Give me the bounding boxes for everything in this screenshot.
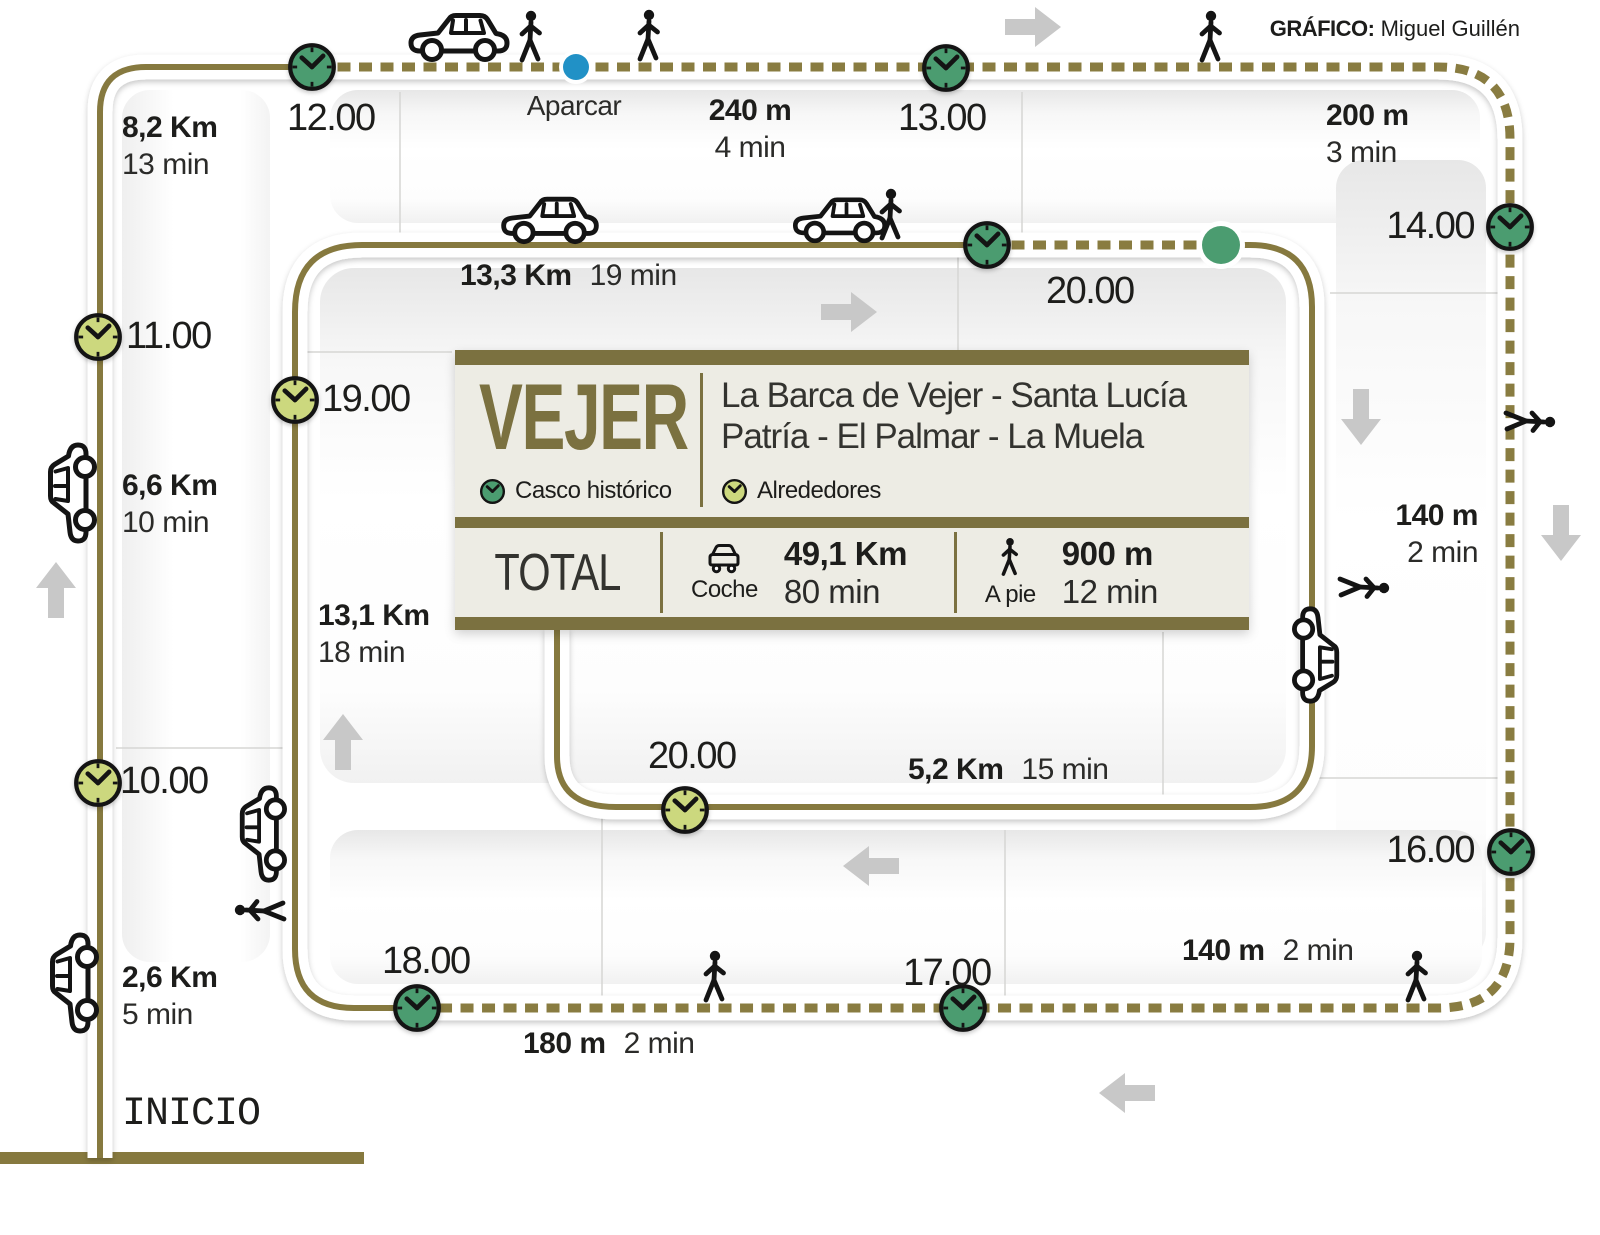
car-icon — [406, 6, 512, 64]
stop-time-18: 18.00 — [382, 940, 471, 982]
panel-top-bar — [455, 350, 1249, 365]
legend-historic: Casco histórico — [479, 477, 672, 505]
segment-walk-140-right: 140 m 2 min — [1395, 499, 1478, 569]
total-walk-mode: A pie — [957, 537, 1050, 609]
clock-surroundings-icon — [721, 478, 748, 505]
pedestrian-up-icon — [234, 882, 287, 938]
pedestrian-icon — [999, 537, 1021, 579]
clock-historic-icon — [479, 478, 506, 505]
pedestrian-icon — [634, 9, 664, 65]
panel-divider — [700, 373, 703, 507]
pedestrian-icon — [876, 188, 906, 244]
segment-walk-240: 240 m 4 min — [708, 94, 792, 164]
car-icon — [1267, 606, 1369, 704]
stop-time-11: 11.00 — [126, 315, 212, 357]
segment-drive-131: 13,1 Km 18 min — [318, 599, 430, 669]
pedestrian-icon — [700, 950, 730, 1006]
start-line — [0, 1152, 364, 1164]
arrow-left-icon — [843, 846, 899, 886]
parking-label: Aparcar — [526, 90, 622, 121]
credit: GRÁFICO: Miguel Guillén — [1270, 16, 1520, 42]
segment-drive-26: 2,6 Km 5 min — [122, 961, 218, 1031]
panel-mid-bar — [455, 517, 1249, 528]
block-gridlines — [116, 92, 1500, 1000]
total-divider — [953, 532, 957, 613]
total-car-mode-label: Coche — [691, 575, 758, 603]
arrow-up-icon — [315, 714, 371, 770]
arrow-right-icon — [1005, 7, 1061, 47]
car-icon — [210, 785, 312, 883]
stop-time-19: 19.00 — [322, 378, 411, 420]
parking-dot — [563, 54, 589, 80]
clock-historic-icon — [1485, 826, 1537, 878]
total-car-distance: 49,1 Km — [783, 534, 908, 572]
arrow-down-icon — [1533, 505, 1589, 561]
segment-walk-200: 200 m 3 min — [1326, 99, 1409, 169]
start-label: INICIO — [122, 1092, 261, 1137]
clock-historic-icon — [920, 42, 972, 94]
clock-surroundings-icon — [72, 311, 124, 363]
route-end-dot — [1202, 226, 1240, 264]
car-icon — [17, 442, 123, 544]
stop-time-14: 14.00 — [1386, 205, 1475, 247]
total-car-mode: Coche — [663, 542, 772, 604]
route-description-line1: La Barca de Vejer - Santa Lucía — [721, 376, 1187, 415]
block-bottom — [330, 830, 1482, 984]
route-driving — [97, 64, 1315, 1158]
arrow-right-icon — [821, 292, 877, 332]
arrow-left-icon — [1099, 1073, 1155, 1113]
clock-surroundings-icon — [269, 374, 321, 426]
car-front-icon — [699, 542, 749, 574]
legend-surroundings-label: Alrededores — [757, 477, 881, 504]
block-top — [330, 90, 1480, 223]
car-icon — [790, 191, 890, 245]
page-title: VEJER — [479, 364, 689, 469]
stop-time-20-inner: 20.00 — [648, 735, 737, 777]
stop-time-12: 12.00 — [287, 97, 376, 139]
clock-historic-icon — [1484, 201, 1536, 253]
arrow-down-icon — [1333, 389, 1389, 445]
info-panel: VEJER Casco histórico La Barca de Vejer … — [455, 350, 1249, 630]
total-walk-duration: 12 min — [1061, 572, 1159, 610]
legend-surroundings: Alrededores — [721, 477, 881, 505]
pedestrian-icon — [516, 10, 546, 66]
legend-historic-label: Casco histórico — [515, 477, 672, 504]
total-walk-mode-label: A pie — [984, 580, 1036, 608]
clock-historic-icon — [961, 219, 1013, 271]
stop-time-10: 10.00 — [120, 760, 209, 802]
clock-historic-icon — [286, 41, 338, 93]
route-walking — [316, 62, 1515, 1013]
total-car-duration: 80 min — [783, 572, 881, 610]
segment-drive-82: 8,2 Km 13 min — [122, 111, 218, 181]
pedestrian-icon — [1196, 10, 1226, 66]
clock-surroundings-icon — [72, 757, 124, 809]
stop-time-13: 13.00 — [898, 97, 987, 139]
total-label: TOTAL — [494, 543, 621, 602]
block-right — [1336, 160, 1486, 960]
car-icon — [19, 932, 125, 1034]
block-left — [122, 90, 270, 962]
credit-label: GRÁFICO: — [1269, 16, 1375, 41]
stop-time-20-top: 20.00 — [1046, 270, 1135, 312]
clock-historic-icon — [937, 982, 989, 1034]
segment-drive-66: 6,6 Km 10 min — [122, 469, 218, 539]
pedestrian-down-icon — [1337, 560, 1390, 616]
credit-author: Miguel Guillén — [1380, 16, 1520, 41]
arrow-up-icon — [28, 562, 84, 618]
total-divider — [660, 532, 663, 613]
route-description-line2: Patría - El Palmar - La Muela — [721, 417, 1144, 457]
stop-time-16: 16.00 — [1386, 829, 1475, 871]
clock-historic-icon — [391, 982, 443, 1034]
stop-time-17: 17.00 — [903, 952, 992, 994]
clock-surroundings-icon — [659, 784, 711, 836]
pedestrian-icon — [1402, 950, 1432, 1006]
car-icon — [498, 190, 602, 246]
panel-bottom-bar — [455, 617, 1249, 630]
total-walk-distance: 900 m — [1061, 534, 1154, 572]
pedestrian-down-icon — [1503, 394, 1556, 450]
